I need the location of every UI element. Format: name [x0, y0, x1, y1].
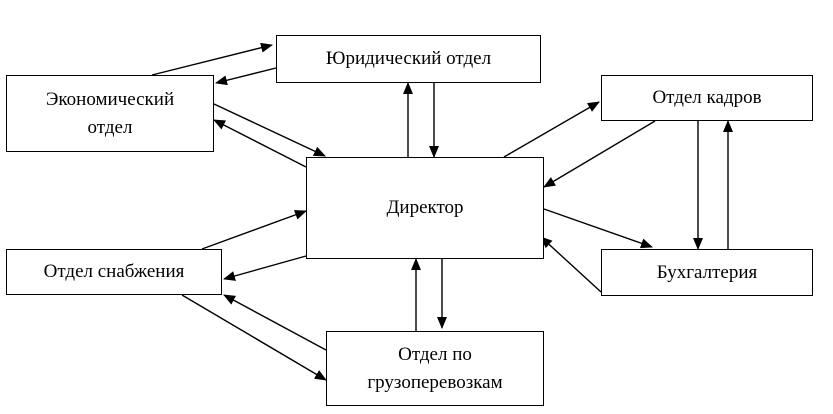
node-economic-department: Экономический отдел: [6, 75, 214, 152]
arrow-freight-to-supply: [223, 294, 327, 351]
arrow-director-to-economic: [213, 119, 307, 168]
arrow-director-to-accounting: [543, 208, 653, 249]
arrow-hr-to-director: [543, 120, 656, 188]
arrow-economic-to-director: [213, 103, 326, 157]
node-legal-department: Юридический отдел: [276, 35, 541, 83]
arrow-economic-to-legal: [151, 42, 273, 76]
node-hr-department: Отдел кадров: [601, 75, 813, 121]
arrow-supply-to-freight: [181, 294, 327, 381]
arrow-supply-to-director: [201, 210, 307, 250]
node-director: Директор: [306, 157, 544, 259]
arrow-director-to-hr: [503, 101, 600, 158]
arrow-director-to-supply: [223, 255, 307, 281]
node-freight-department: Отдел по грузоперевозкам: [326, 331, 544, 406]
arrow-accounting-to-director: [540, 236, 602, 293]
node-accounting: Бухгалтерия: [601, 249, 813, 296]
arrow-legal-to-economic: [215, 67, 277, 86]
node-supply-department: Отдел снабжения: [6, 249, 222, 295]
